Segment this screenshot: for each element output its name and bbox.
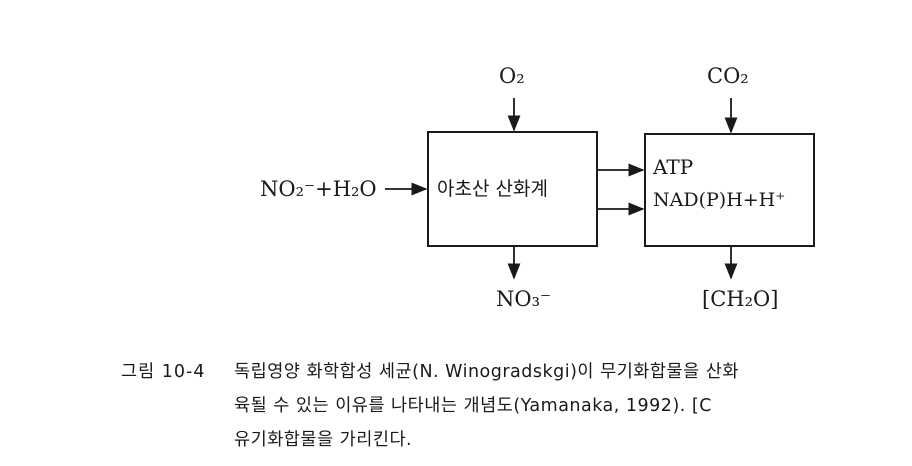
caption-line-3: 유기화합물을 가리킨다. [234,430,413,450]
caption-figure-number: 그림 10-4 [121,362,206,382]
co2-label: CO₂ [707,64,749,88]
input-label: NO₂⁻+H₂O [260,177,377,201]
atp-label: ATP [653,155,694,179]
nitrite-oxidation-box [427,131,598,247]
o2-label: O₂ [499,64,525,88]
figure-caption: 그림 10-4 독립영양 화학합성 세균(N. Winogradskgi)이 무… [0,346,912,466]
ch2o-label: [CH₂O] [702,287,779,311]
no3-label: NO₃⁻ [496,287,552,311]
nitrite-oxidation-label: 아초산 산화계 [437,178,548,200]
nadph-label: NAD(P)H+H⁺ [653,189,786,211]
products-box [644,133,815,247]
caption-line-2: 육될 수 있는 이유를 나타내는 개념도(Yamanaka, 1992). [C [234,396,712,416]
caption-line-1: 독립영양 화학합성 세균(N. Winogradskgi)이 무기화합물을 산화 [234,362,739,382]
diagram-canvas [385,98,815,280]
